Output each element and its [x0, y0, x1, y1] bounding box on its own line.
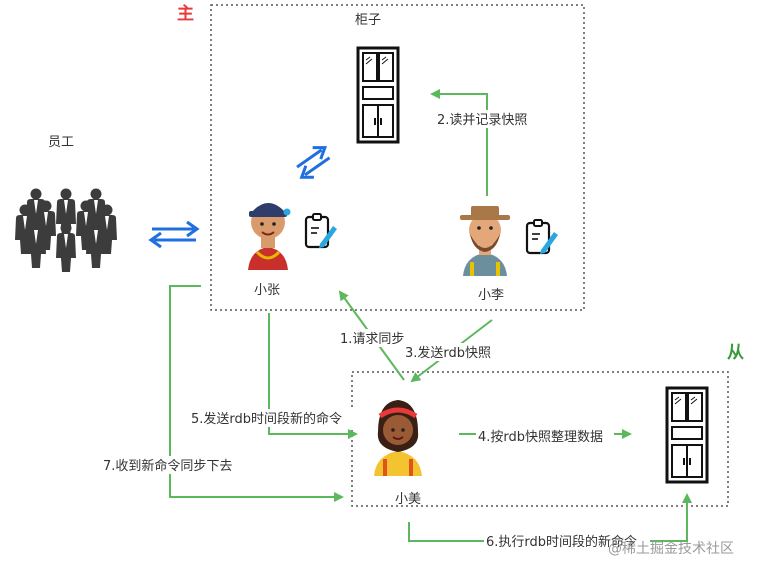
swap-arrows-icon — [296, 146, 331, 179]
person-a-name: 小张 — [254, 283, 280, 298]
step-3-label: 3.发送rdb快照 — [405, 345, 491, 361]
arrow-sync-down — [169, 285, 344, 502]
rapper-avatar-icon — [248, 203, 291, 270]
step-4-label: 4.按rdb快照整理数据 — [478, 430, 603, 445]
step-7-label: 7.收到新命令同步下去 — [103, 458, 232, 474]
watermark: @稀土掘金技术社区 — [608, 541, 734, 557]
master-tag: 主 — [177, 3, 194, 24]
cabinet-icon — [356, 46, 400, 144]
clipboard-icon — [304, 212, 339, 250]
person-c-name: 小美 — [395, 492, 421, 507]
slave-tag: 从 — [727, 343, 744, 363]
arrow-read-snapshot — [430, 89, 488, 196]
arrow-send-new-commands — [268, 313, 358, 439]
cabinet-label: 柜子 — [355, 13, 381, 28]
cabinet-icon — [665, 386, 709, 484]
step-6-label: 6.执行rdb时间段的新命令 — [486, 534, 637, 550]
step-5-label: 5.发送rdb时间段新的命令 — [191, 411, 342, 427]
step-1-label: 1.请求同步 — [340, 332, 404, 347]
person-b-name: 小李 — [478, 288, 504, 303]
clipboard-icon — [525, 218, 560, 256]
girl-avatar-icon — [374, 400, 422, 476]
swap-arrows-icon — [148, 220, 200, 249]
farmer-avatar-icon — [460, 206, 510, 276]
step-2-label: 2.读并记录快照 — [437, 113, 527, 128]
master-box — [210, 4, 585, 311]
employees-label: 员工 — [48, 135, 74, 150]
people-group-icon — [15, 188, 117, 272]
